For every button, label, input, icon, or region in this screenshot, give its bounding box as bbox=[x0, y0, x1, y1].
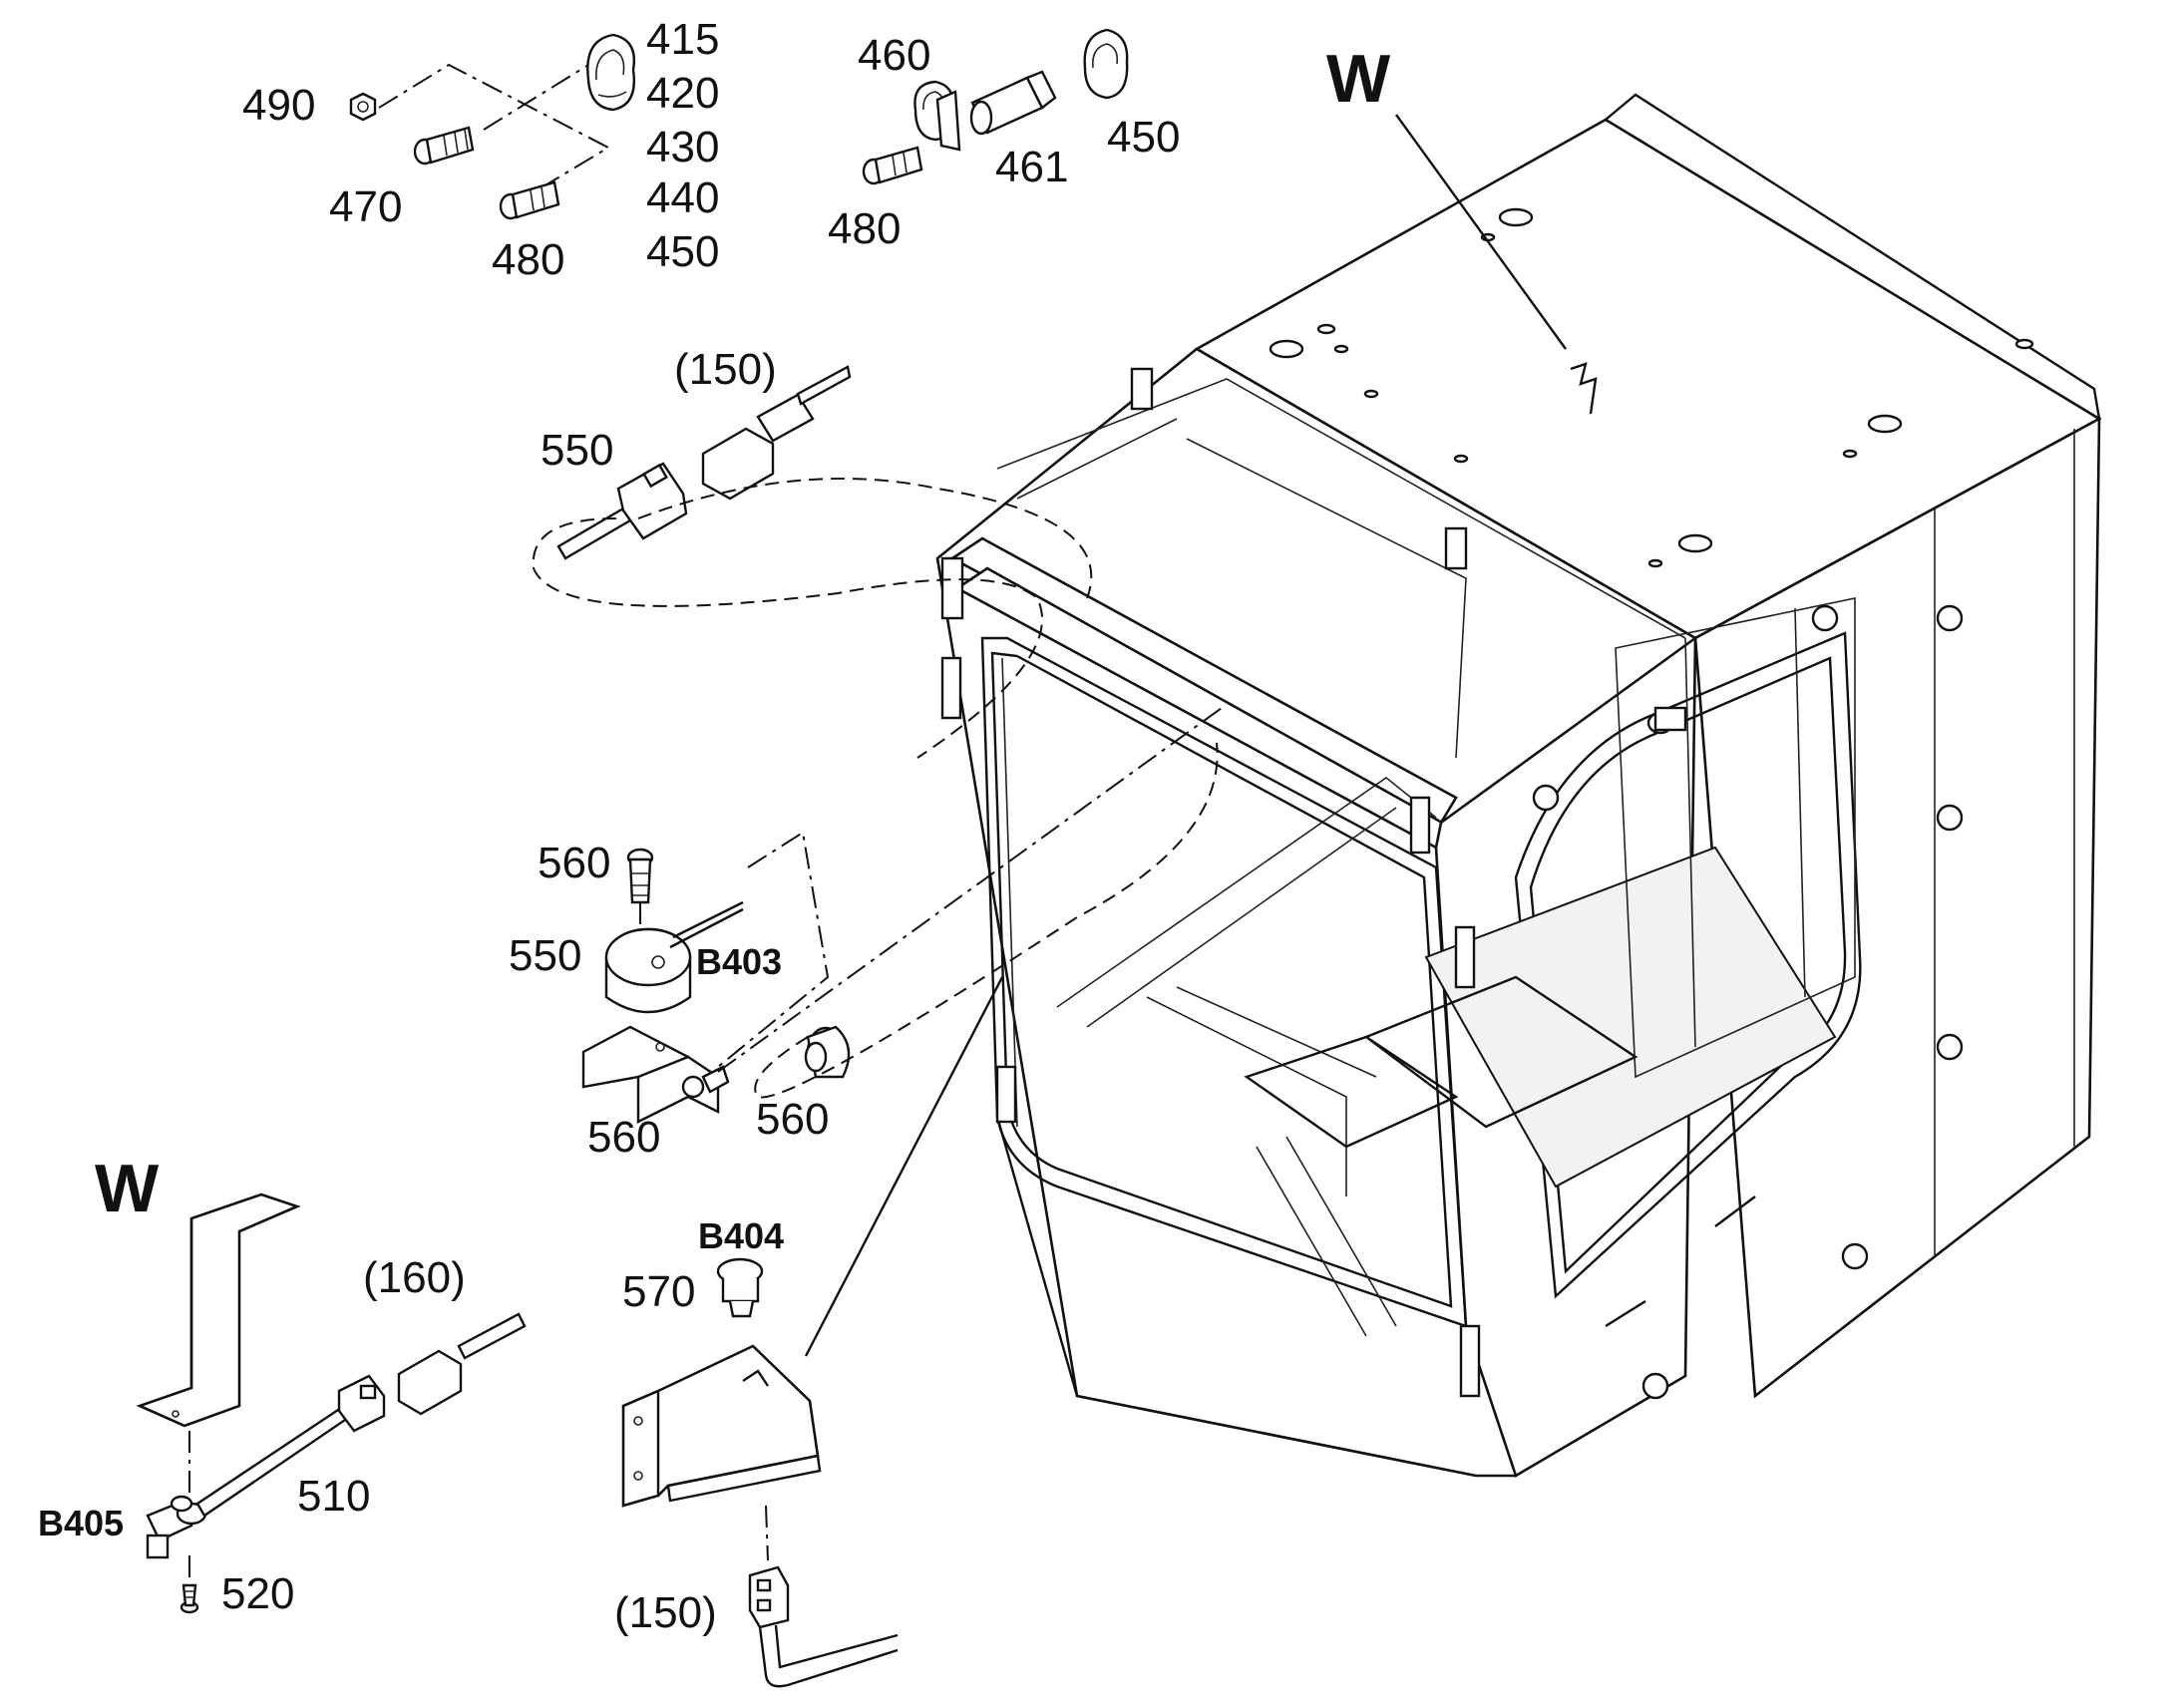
cable-clamp-450 bbox=[1083, 28, 1129, 100]
callout-560-b: 560 bbox=[587, 1113, 660, 1162]
callout-480-a: 480 bbox=[492, 235, 564, 284]
sensor-connector-550 bbox=[532, 365, 1093, 759]
callout-470: 470 bbox=[329, 182, 402, 231]
callout-550-b: 550 bbox=[509, 931, 581, 980]
roof-bracket-detail bbox=[1570, 362, 1598, 415]
w-bracket-detail bbox=[136, 1193, 527, 1614]
callout-415: 415 bbox=[646, 15, 719, 64]
cable-clamp-415 bbox=[586, 33, 635, 112]
callout-430: 430 bbox=[646, 123, 719, 171]
callout-570: 570 bbox=[622, 1267, 695, 1316]
callout-450-b: 450 bbox=[1107, 113, 1180, 162]
screw-560-top bbox=[626, 848, 654, 904]
screw-480-a bbox=[499, 180, 560, 220]
sensor-b404-assembly bbox=[621, 976, 1004, 1688]
callout-510: 510 bbox=[297, 1472, 370, 1521]
screw-520 bbox=[180, 1583, 199, 1614]
callout-labels: 490 415 420 430 440 450 470 480 460 461 … bbox=[38, 15, 1391, 1637]
callout-560-c: 560 bbox=[756, 1095, 829, 1144]
callout-480-b: 480 bbox=[828, 204, 901, 253]
standoff-461 bbox=[969, 70, 1057, 136]
callout-b403: B403 bbox=[696, 941, 782, 982]
roof-holes bbox=[1269, 207, 2034, 568]
main-frame-assembly bbox=[935, 93, 2102, 1478]
grommet-560 bbox=[804, 1025, 851, 1079]
callout-b404: B404 bbox=[698, 1215, 784, 1256]
hardware-group-1 bbox=[349, 33, 635, 220]
callout-150-a: (150) bbox=[674, 345, 777, 394]
callout-440: 440 bbox=[646, 173, 719, 222]
callout-w-top: W bbox=[1326, 41, 1391, 117]
callout-150-b: (150) bbox=[614, 1588, 717, 1637]
callout-w-bottom: W bbox=[95, 1151, 160, 1226]
screw-470 bbox=[413, 126, 475, 166]
callout-460: 460 bbox=[858, 31, 930, 80]
screw-480-b bbox=[862, 146, 923, 185]
callout-b405: B405 bbox=[38, 1503, 124, 1543]
sensor-b403-assembly bbox=[581, 707, 1223, 1124]
callout-550-a: 550 bbox=[541, 426, 613, 475]
side-bosses bbox=[1532, 604, 1964, 1400]
callout-560-a: 560 bbox=[538, 839, 610, 887]
callout-420: 420 bbox=[646, 69, 719, 118]
callout-450-a: 450 bbox=[646, 227, 719, 276]
callout-490: 490 bbox=[242, 81, 315, 130]
leader-w-roof bbox=[1395, 114, 1567, 350]
callout-160: (160) bbox=[363, 1253, 466, 1302]
callout-520: 520 bbox=[221, 1569, 294, 1618]
hardware-group-2 bbox=[862, 28, 1129, 185]
callout-461: 461 bbox=[995, 143, 1068, 191]
nut-490 bbox=[349, 92, 377, 122]
